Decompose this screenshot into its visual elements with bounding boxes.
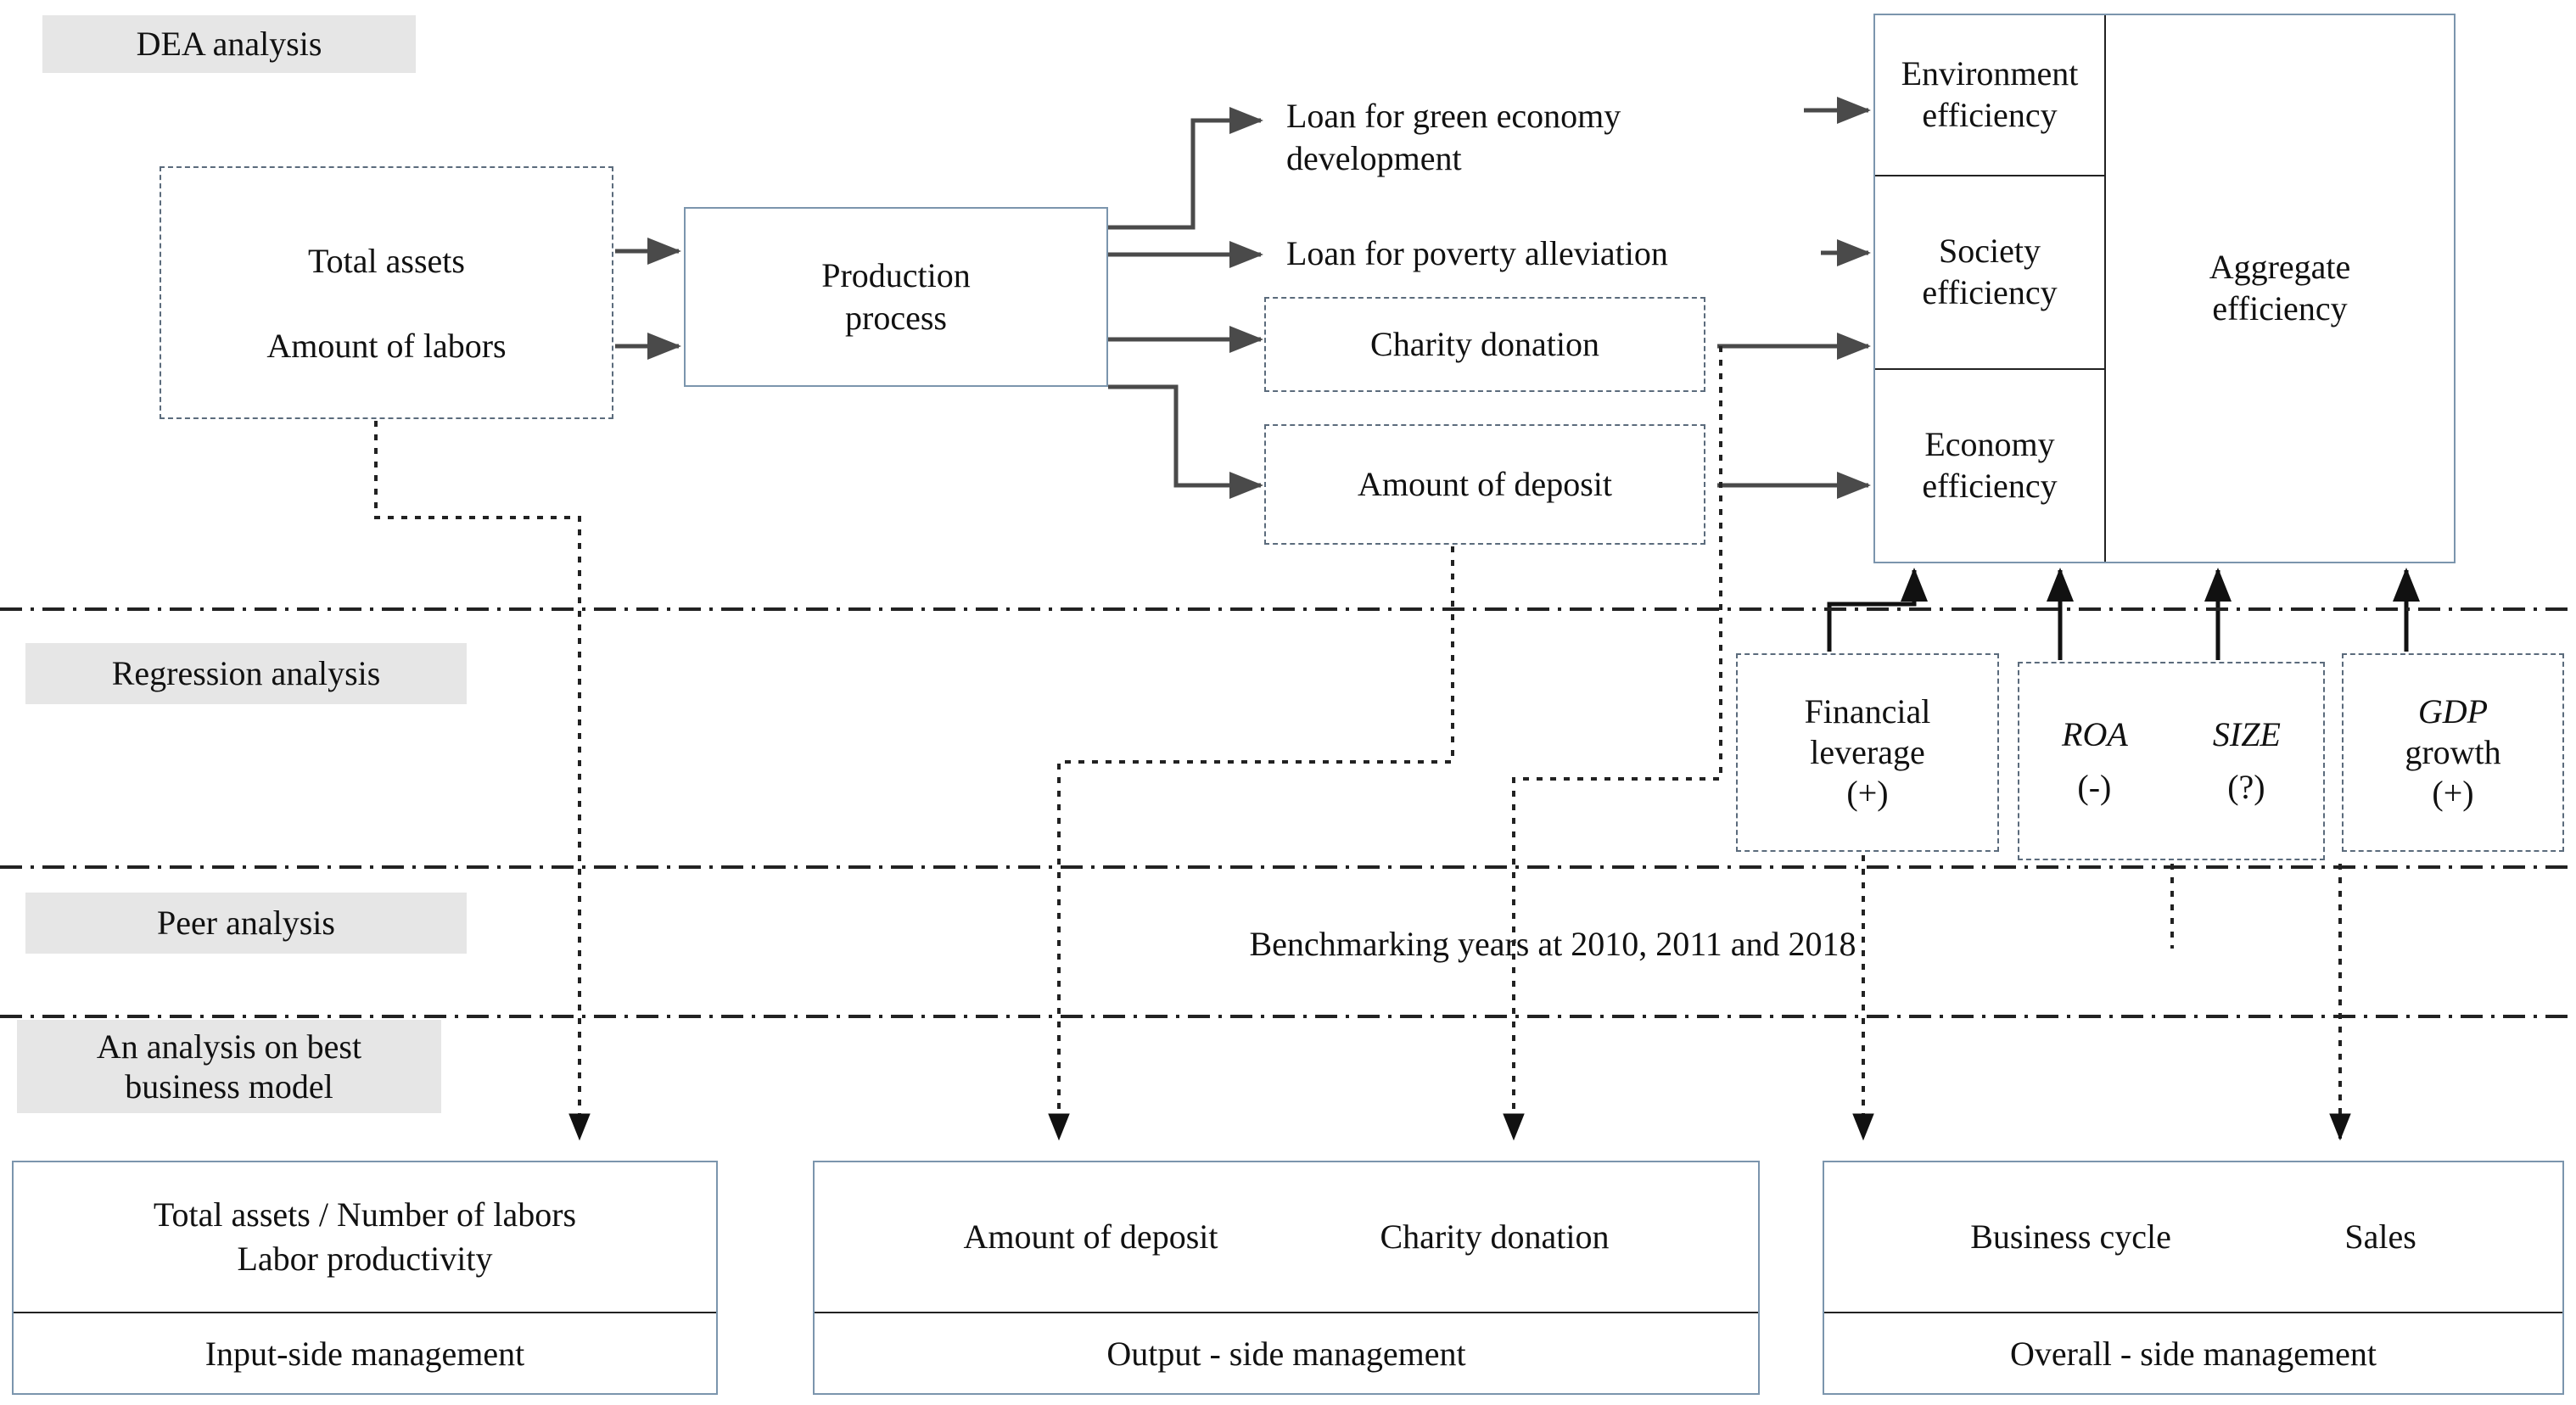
output-charity-box: Charity donation [1264,297,1705,392]
output-loan-poverty-text: Loan for poverty alleviation [1286,234,1668,272]
best-model-card-output-bottom-text: Output - side management [1106,1334,1466,1373]
output-loan-green-text: Loan for green economy development [1286,97,1621,177]
arrow-financial-leverage-to-economy [1827,568,1928,652]
output-charity-text: Charity donation [1370,325,1599,363]
regression-var-gdp-suffix: growth [2405,733,2501,771]
section-label-best-model-text: An analysis on best business model [96,1027,362,1106]
efficiency-cell-society: Society efficiency [1875,175,2104,368]
best-model-card-output-items: Amount of deposit Charity donation [823,1215,1750,1259]
best-model-card-input-bottom-text: Input-side management [204,1334,525,1373]
output-deposit-text: Amount of deposit [1358,465,1612,503]
dea-input-amount-labors: Amount of labors [266,327,507,365]
arrow-process-to-deposit [1108,384,1263,499]
best-model-card-output: Amount of deposit Charity donation Outpu… [813,1161,1760,1395]
regression-var-roa-size-names: ROA SIZE [2019,714,2323,755]
efficiency-cell-environment: Environment efficiency [1875,15,2104,175]
regression-var-roa-size-signs: (-) (?) [2019,767,2323,808]
regression-var-gdp-growth: GDP growth (+) [2342,653,2564,852]
best-model-card-overall-bottom-text: Overall - side management [2009,1334,2377,1373]
dea-input-total-assets: Total assets [308,242,465,280]
best-model-card-output-item-charity: Charity donation [1380,1217,1610,1256]
section-label-regression-text: Regression analysis [111,654,381,693]
regression-var-gdp-name: GDP [2417,692,2489,730]
dea-input-box: Total assets Amount of labors [160,166,613,419]
regression-var-size-name: SIZE [2212,715,2281,753]
output-deposit-box: Amount of deposit [1264,424,1705,545]
best-model-card-overall-items: Business cycle Sales [1833,1215,2554,1259]
production-process-box: Production process [684,207,1108,387]
efficiency-cell-economy: Economy efficiency [1875,368,2104,562]
efficiency-environment-label: Environment efficiency [1901,54,2079,134]
efficiency-aggregate-label: Aggregate efficiency [2209,248,2351,327]
peer-benchmark-note-text: Benchmarking years at 2010, 2011 and 201… [1249,925,1856,963]
best-model-card-overall-top: Business cycle Sales [1824,1162,2562,1312]
best-model-card-output-top: Amount of deposit Charity donation [815,1162,1758,1312]
best-model-card-output-bottom: Output - side management [815,1312,1758,1393]
efficiency-society-label: Society efficiency [1922,232,2058,311]
section-label-peer-text: Peer analysis [157,904,335,943]
regression-var-roa-name: ROA [2062,715,2128,753]
best-model-card-overall: Business cycle Sales Overall - side mana… [1823,1161,2564,1395]
section-label-dea: DEA analysis [42,15,416,73]
arrow-process-to-loan-green [1108,106,1263,230]
efficiency-grid: Environment efficiency Society efficienc… [1873,14,2456,563]
section-label-regression: Regression analysis [25,643,467,704]
best-model-card-input: Total assets / Number of labors Labor pr… [12,1161,718,1395]
section-label-dea-text: DEA analysis [136,25,322,64]
output-loan-green: Loan for green economy development [1286,53,1812,180]
best-model-card-overall-item-cycle: Business cycle [1970,1217,2171,1256]
section-label-peer: Peer analysis [25,893,467,954]
best-model-card-input-top-text: Total assets / Number of labors Labor pr… [153,1195,577,1278]
dotted-path-deposit-to-output-card [1048,546,1454,1141]
efficiency-cell-aggregate: Aggregate efficiency [2106,15,2454,562]
best-model-card-overall-bottom: Overall - side management [1824,1312,2562,1393]
best-model-card-overall-item-sales: Sales [2344,1217,2416,1256]
efficiency-economy-label: Economy efficiency [1922,425,2058,505]
regression-var-size-sign: (?) [2227,768,2265,806]
section-label-best-model: An analysis on best business model [17,1020,441,1113]
best-model-card-input-bottom: Input-side management [14,1312,716,1393]
best-model-card-input-top: Total assets / Number of labors Labor pr… [14,1162,716,1312]
regression-var-financial-leverage: Financial leverage (+) [1736,653,1999,852]
efficiency-left-column: Environment efficiency Society efficienc… [1875,15,2106,562]
regression-var-gdp-sign: (+) [2432,774,2474,812]
output-loan-poverty: Loan for poverty alleviation [1286,232,1829,275]
best-model-card-output-item-deposit: Amount of deposit [963,1217,1218,1256]
regression-var-roa-sign: (-) [2077,768,2112,806]
peer-benchmark-note: Benchmarking years at 2010, 2011 and 201… [1086,923,2019,966]
regression-var-financial-leverage-name: Financial leverage [1804,692,1931,771]
regression-var-roa-size: ROA SIZE (-) (?) [2018,662,2325,860]
production-process-label: Production process [821,256,971,337]
regression-var-financial-leverage-sign: (+) [1846,774,1889,812]
